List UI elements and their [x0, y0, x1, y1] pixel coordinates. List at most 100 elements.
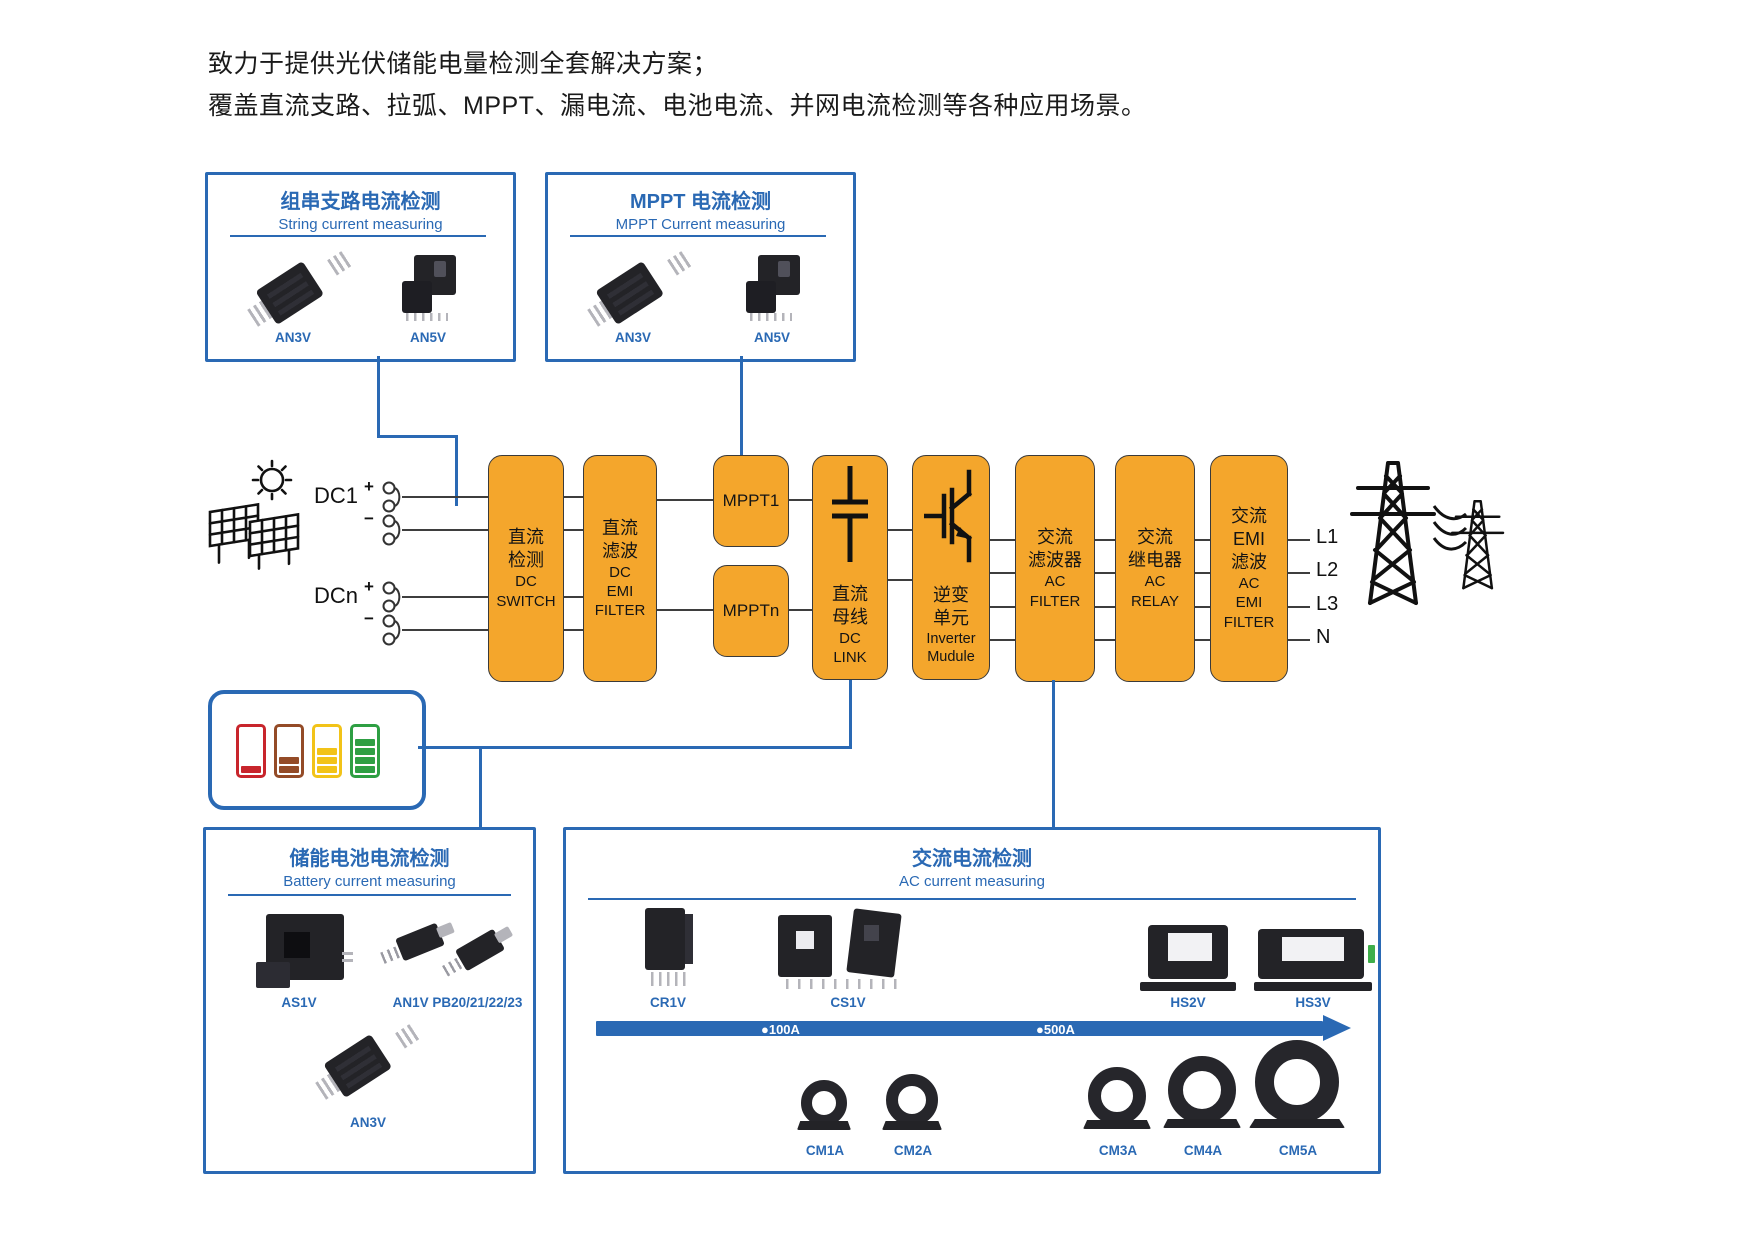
product-label-cm2a: CM2A — [893, 1143, 933, 1158]
product-image-cr1v — [641, 908, 695, 988]
product-image-cm3a — [1083, 1067, 1151, 1129]
flow-block-ac-emi-filter: 交流 EMI 滤波 AC EMI FILTER — [1210, 455, 1288, 682]
panel-title-zh: 储能电池电流检测 — [289, 848, 450, 870]
product-label-an3v: AN3V — [349, 1115, 386, 1130]
wire — [1093, 539, 1115, 541]
output-label-l1: L1 — [1316, 526, 1339, 548]
wire — [990, 539, 1015, 541]
battery-icon-brown — [274, 724, 304, 778]
product-label-an5v: AN5V — [409, 330, 446, 345]
terminal-icon — [382, 481, 401, 513]
block-label-en: DC LINK — [833, 629, 866, 667]
grid-tower-icon — [1350, 461, 1505, 605]
product-image-an5v — [744, 255, 800, 321]
block-label-zh: 直流 滤波 — [602, 517, 638, 563]
product-image-an3v — [587, 249, 694, 327]
block-label: MPPT1 — [722, 491, 780, 511]
connector-string-vertical — [377, 356, 380, 438]
block-label-en: AC RELAY — [1131, 572, 1179, 610]
connector-acfilter-drop — [1052, 680, 1055, 827]
plus-sign: + — [364, 577, 374, 596]
block-label-en: DC EMI FILTER — [595, 563, 646, 621]
minus-sign: − — [364, 509, 374, 528]
block-label-zh: 逆变 单元 — [933, 584, 969, 630]
label-line: 母线 — [832, 606, 868, 627]
panel-title-en: AC current measuring — [899, 873, 1045, 890]
panel-separator — [570, 235, 826, 237]
product-label-an3v: AN3V — [614, 330, 651, 345]
product-image-an5v — [400, 255, 456, 321]
label-line: AC — [1044, 573, 1066, 591]
wire — [1093, 606, 1115, 608]
product-label-cm5a: CM5A — [1278, 1143, 1318, 1158]
label-line: 直流 — [508, 527, 544, 548]
product-label-cm1a: CM1A — [805, 1143, 845, 1158]
range-mark-100a: ●100A — [761, 1022, 800, 1037]
wire — [402, 629, 488, 631]
label-line: 交流 — [1137, 527, 1173, 548]
connector-battery-drop — [479, 746, 482, 827]
product-label-an1v: AN1V PB20/21/22/23 — [392, 995, 523, 1010]
product-image-an1v — [394, 918, 518, 976]
product-image-cs1v — [778, 908, 918, 989]
flow-block-dc-emi-filter: 直流 滤波 DC EMI FILTER — [583, 455, 657, 682]
label-line: 单元 — [933, 607, 969, 628]
panel-title-zh: 交流电流检测 — [912, 848, 1032, 870]
product-label-hs3v: HS3V — [1295, 995, 1331, 1010]
label-line: EMI — [1235, 594, 1263, 612]
product-label-as1v: AS1V — [281, 995, 317, 1010]
label-line: DC — [609, 563, 631, 581]
wire — [990, 639, 1015, 641]
label-line: DC — [839, 629, 861, 647]
product-image-hs3v — [1254, 929, 1375, 991]
label-line: AC — [1144, 573, 1166, 591]
wire — [990, 572, 1015, 574]
panel-title-zh: MPPT 电流检测 — [629, 191, 772, 213]
product-label-cm3a: CM3A — [1098, 1143, 1138, 1158]
product-label-cr1v: CR1V — [649, 995, 686, 1010]
label-line: 滤波器 — [1028, 550, 1082, 571]
input-label-dcn: DCn — [314, 583, 359, 608]
solar-panel-icon — [208, 459, 300, 570]
product-image-cm5a — [1249, 1040, 1345, 1128]
panel-separator — [228, 894, 511, 896]
wire — [1286, 539, 1310, 541]
wire — [1286, 606, 1310, 608]
connector-battery-horizontal — [418, 746, 852, 749]
panel-battery-current: 储能电池电流检测 Battery current measuring AS1V … — [203, 827, 536, 1174]
label-line: 交流 — [1037, 527, 1073, 548]
label-line: FILTER — [1223, 613, 1275, 631]
range-mark-500a: ●500A — [1036, 1022, 1075, 1037]
flow-block-dc-switch: 直流 检测 DC SWITCH — [488, 455, 564, 682]
connector-string-drop — [455, 435, 458, 506]
sun-icon — [259, 467, 285, 493]
product-label-an3v: AN3V — [274, 330, 311, 345]
product-image-cm4a — [1163, 1056, 1241, 1128]
panel-ac-current: 交流电流检测 AC current measuring CR1V CS1V HS… — [563, 827, 1381, 1174]
label-line: 滤波 — [602, 540, 638, 561]
terminal-icon — [382, 614, 401, 646]
connector-mppt-drop — [740, 356, 743, 455]
wire — [402, 496, 488, 498]
product-label-cm4a: CM4A — [1183, 1143, 1223, 1158]
block-label-en: AC EMI FILTER — [1224, 574, 1275, 632]
plus-sign: + — [364, 477, 374, 496]
panel-title-zh: 组串支路电流检测 — [280, 191, 441, 213]
battery-icon-green — [350, 724, 380, 778]
arrow-head-icon — [1323, 1015, 1351, 1041]
battery-icon-red — [236, 724, 266, 778]
wire — [1193, 606, 1210, 608]
panel-title-en: String current measuring — [278, 216, 443, 233]
battery-icon-yellow — [312, 724, 342, 778]
wire — [1193, 572, 1210, 574]
product-image-an3v — [315, 1022, 422, 1100]
label-line: AC — [1238, 575, 1260, 593]
wire — [1193, 539, 1210, 541]
wire — [655, 499, 713, 501]
block-label-zh: 交流 继电器 — [1128, 526, 1182, 572]
block-label-en: Inverter Mudule — [926, 630, 975, 667]
header-line-1: 致力于提供光伏储能电量检测全套解决方案； — [208, 50, 719, 78]
flow-block-ac-relay: 交流 继电器 AC RELAY — [1115, 455, 1195, 682]
label-line: EMI — [606, 582, 634, 600]
